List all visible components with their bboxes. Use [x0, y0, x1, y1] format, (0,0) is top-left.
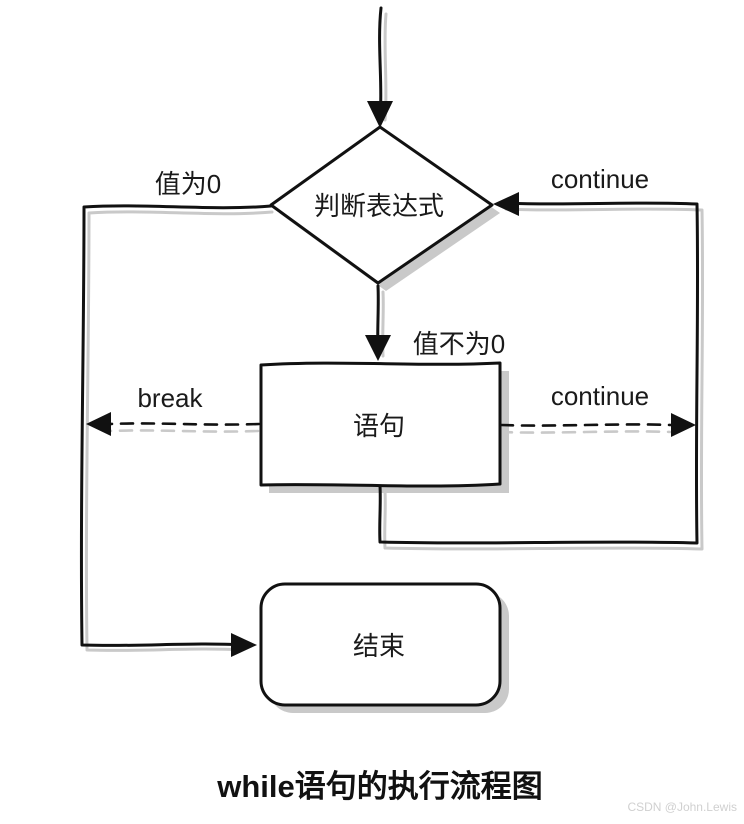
continue-right-label: continue: [551, 381, 649, 411]
loop-back-shadow: [383, 207, 705, 551]
break-arrow-line: [108, 422, 261, 426]
nonzero-arrowhead-icon: [365, 335, 391, 361]
loop-back-line: [378, 201, 700, 545]
statement-box: [259, 361, 502, 488]
labels: 判断表达式 值为0 continue 值不为0 语句 break continu…: [137, 164, 649, 661]
end-arrowhead-icon: [231, 633, 257, 657]
zero-branch-line: [79, 204, 273, 647]
incoming-arrowhead-icon: [367, 101, 393, 128]
break-arrow-shadow: [108, 429, 260, 433]
watermark-text: CSDN @John.Lewis: [627, 800, 737, 814]
continue-top-label: continue: [551, 164, 649, 194]
nodes: [259, 125, 502, 707]
continue-arrow-line: [499, 423, 673, 427]
end-label: 结束: [353, 631, 405, 661]
end-box: [259, 582, 502, 707]
loop-arrowhead-icon: [493, 192, 519, 216]
break-arrowhead-icon: [86, 412, 111, 436]
condition-label: 判断表达式: [314, 191, 444, 221]
line-shadows: [84, 12, 705, 652]
break-label: break: [137, 383, 203, 413]
condition-diamond: [269, 125, 494, 285]
nonzero-label: 值不为0: [413, 329, 505, 359]
connectors: [79, 6, 700, 657]
continue-arrowhead-icon: [671, 413, 696, 437]
zero-branch-label: 值为0: [155, 169, 221, 199]
statement-label: 语句: [353, 411, 405, 441]
diagram-title: while语句的执行流程图: [216, 769, 543, 804]
continue-arrow-shadow: [498, 430, 674, 434]
zero-branch-shadow: [84, 210, 274, 652]
